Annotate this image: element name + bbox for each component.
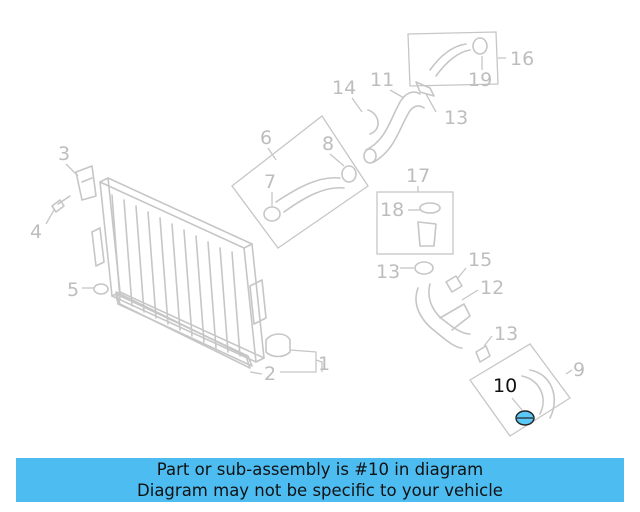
hose-kit-6 (231, 115, 369, 249)
callout-8: 8 (322, 133, 334, 155)
callout-10: 10 (493, 375, 517, 397)
callout-18: 18 (380, 199, 404, 221)
pipe-12 (414, 261, 471, 349)
callouts: 1 2 3 4 5 6 7 8 9 10 11 12 13 13 13 14 1… (30, 48, 585, 397)
callout-11: 11 (370, 69, 394, 91)
footer-line-1: Part or sub-assembly is #10 in diagram (156, 460, 484, 479)
bolt-4 (51, 195, 71, 213)
sensor-15 (445, 275, 463, 293)
callout-15: 15 (468, 249, 492, 271)
footer-banner: Part or sub-assembly is #10 in diagram D… (16, 458, 624, 502)
leader-lines (45, 56, 573, 411)
hose-kit-9 (469, 343, 571, 437)
hose-11 (363, 91, 425, 164)
grommet-5 (93, 283, 109, 295)
intercooler (91, 177, 291, 367)
air-guide-strip (115, 291, 251, 369)
callout-7: 7 (264, 171, 276, 193)
callout-6: 6 (260, 127, 272, 149)
callout-13-top: 13 (444, 107, 468, 129)
mounting-bracket-3 (75, 165, 97, 201)
callout-3: 3 (58, 143, 70, 165)
callout-9: 9 (573, 359, 585, 381)
callout-19: 19 (468, 69, 492, 91)
callout-12: 12 (480, 277, 504, 299)
footer-line-2: Diagram may not be specific to your vehi… (137, 481, 503, 500)
callout-17: 17 (406, 165, 430, 187)
clamp-14 (367, 109, 379, 135)
callout-13-mid: 13 (376, 261, 400, 283)
callout-1: 1 (318, 353, 330, 375)
callout-14: 14 (332, 77, 356, 99)
callout-16: 16 (510, 48, 534, 70)
callout-13-lower: 13 (494, 323, 518, 345)
hose-kit-17 (376, 191, 454, 255)
callout-5: 5 (67, 279, 79, 301)
clamp-10-highlighted[interactable] (515, 410, 535, 426)
clip-13-lower (475, 345, 491, 363)
hose-kit-16 (407, 31, 499, 87)
callout-4: 4 (30, 221, 42, 243)
callout-2: 2 (264, 363, 276, 385)
